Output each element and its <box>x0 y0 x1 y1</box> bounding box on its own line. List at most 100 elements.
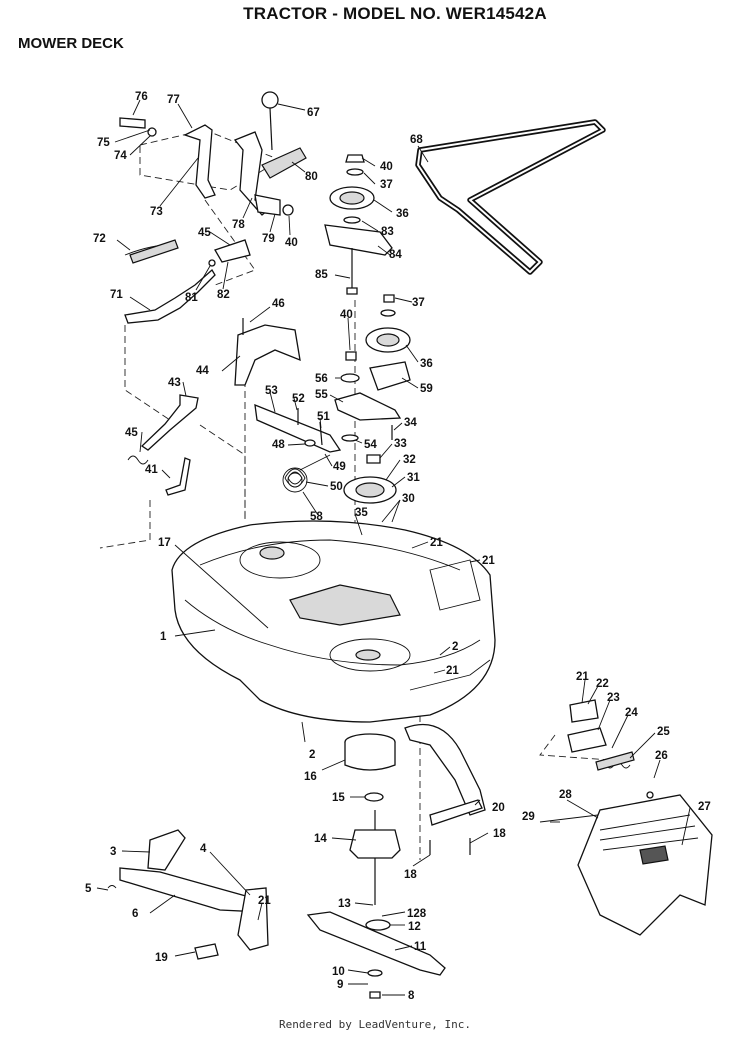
callout-67: 67 <box>307 107 320 119</box>
callout-2-deck: 2 <box>452 641 458 653</box>
callout-labels: 76 77 75 74 73 67 80 78 79 40 72 45 81 8… <box>85 91 711 1002</box>
callout-23: 23 <box>607 692 620 704</box>
discharge-bracket <box>567 699 635 771</box>
callout-17: 17 <box>158 537 171 549</box>
callout-75: 75 <box>97 137 110 149</box>
callout-56: 56 <box>315 373 328 385</box>
callout-45-upper: 45 <box>198 227 211 239</box>
callout-40-middle: 40 <box>340 309 353 321</box>
callout-49: 49 <box>333 461 346 473</box>
callout-128: 128 <box>407 908 427 920</box>
callout-2-bottom: 2 <box>309 749 315 761</box>
callout-45-lower: 45 <box>125 427 138 439</box>
callout-81: 81 <box>185 292 198 304</box>
callout-20: 20 <box>492 802 505 814</box>
callout-77: 77 <box>167 94 180 106</box>
callout-10: 10 <box>332 966 345 978</box>
callout-21-hitch: 21 <box>258 895 271 907</box>
deck-stabilizer-bracket <box>404 723 486 855</box>
mower-deck-housing <box>171 520 496 723</box>
callout-24: 24 <box>625 707 638 719</box>
callout-36-middle: 36 <box>420 358 433 370</box>
callout-79: 79 <box>262 233 275 245</box>
idler-arm-and-spring <box>254 403 342 493</box>
callout-36-upper: 36 <box>396 208 409 220</box>
callout-51: 51 <box>317 411 330 423</box>
callout-46: 46 <box>272 298 285 310</box>
callout-leaders <box>96 99 691 996</box>
callout-26: 26 <box>655 750 668 762</box>
callout-58: 58 <box>310 511 323 523</box>
lift-linkage-assembly <box>119 91 307 324</box>
callout-14: 14 <box>314 833 327 845</box>
idler-pulley-upper <box>324 154 393 295</box>
page-title: TRACTOR - MODEL NO. WER14542A <box>243 4 547 23</box>
callout-1: 1 <box>160 631 167 643</box>
callout-3: 3 <box>110 846 116 858</box>
callout-16: 16 <box>304 771 317 783</box>
callout-21-bracket: 21 <box>576 671 589 683</box>
callout-31: 31 <box>407 472 420 484</box>
spindle-assembly <box>344 733 401 931</box>
mower-blade <box>306 911 446 999</box>
idler-pulley-lower <box>334 294 411 442</box>
callout-25: 25 <box>657 726 670 738</box>
callout-76: 76 <box>135 91 148 103</box>
callout-18-right: 18 <box>493 828 506 840</box>
belt-guard <box>234 318 301 386</box>
callout-40-upper-right: 40 <box>380 161 393 173</box>
callout-72: 72 <box>93 233 106 245</box>
callout-41: 41 <box>145 464 158 476</box>
callout-73: 73 <box>150 206 163 218</box>
callout-52: 52 <box>292 393 305 405</box>
callout-83: 83 <box>381 226 394 238</box>
callout-74: 74 <box>114 150 127 162</box>
callout-53: 53 <box>265 385 278 397</box>
callout-15: 15 <box>332 792 345 804</box>
callout-12: 12 <box>408 921 421 933</box>
callout-22: 22 <box>596 678 609 690</box>
discharge-chute <box>539 791 713 936</box>
callout-19: 19 <box>155 952 168 964</box>
callout-37-upper: 37 <box>380 179 393 191</box>
callout-55: 55 <box>315 389 328 401</box>
callout-71: 71 <box>110 289 123 301</box>
callout-68: 68 <box>410 134 423 146</box>
callout-33: 33 <box>394 438 407 450</box>
front-hitch-assembly <box>107 829 269 960</box>
callout-40-upper-left: 40 <box>285 237 298 249</box>
callout-85: 85 <box>315 269 328 281</box>
callout-8: 8 <box>408 990 415 1002</box>
callout-27: 27 <box>698 801 711 813</box>
callout-44: 44 <box>196 365 209 377</box>
drive-belt <box>415 119 606 275</box>
callout-48: 48 <box>272 439 285 451</box>
callout-21-deck-top: 21 <box>430 537 443 549</box>
knob <box>261 91 279 109</box>
callout-29: 29 <box>522 811 535 823</box>
callout-78: 78 <box>232 219 245 231</box>
callout-59: 59 <box>420 383 433 395</box>
callout-82: 82 <box>217 289 230 301</box>
callout-50: 50 <box>330 481 343 493</box>
callout-37-middle: 37 <box>412 297 425 309</box>
callout-4: 4 <box>200 843 207 855</box>
callout-18-left: 18 <box>404 869 417 881</box>
callout-35: 35 <box>355 507 368 519</box>
callout-6: 6 <box>132 908 138 920</box>
callout-5: 5 <box>85 883 92 895</box>
callout-13: 13 <box>338 898 351 910</box>
callout-32: 32 <box>403 454 416 466</box>
callout-34: 34 <box>404 417 417 429</box>
deck-lift-rods <box>127 394 199 496</box>
callout-54: 54 <box>364 439 377 451</box>
callout-43: 43 <box>168 377 181 389</box>
section-title: MOWER DECK <box>18 35 124 52</box>
callout-11: 11 <box>414 941 427 953</box>
callout-84: 84 <box>389 249 402 261</box>
callout-9: 9 <box>337 979 343 991</box>
callout-80: 80 <box>305 171 318 183</box>
callout-28: 28 <box>559 789 572 801</box>
